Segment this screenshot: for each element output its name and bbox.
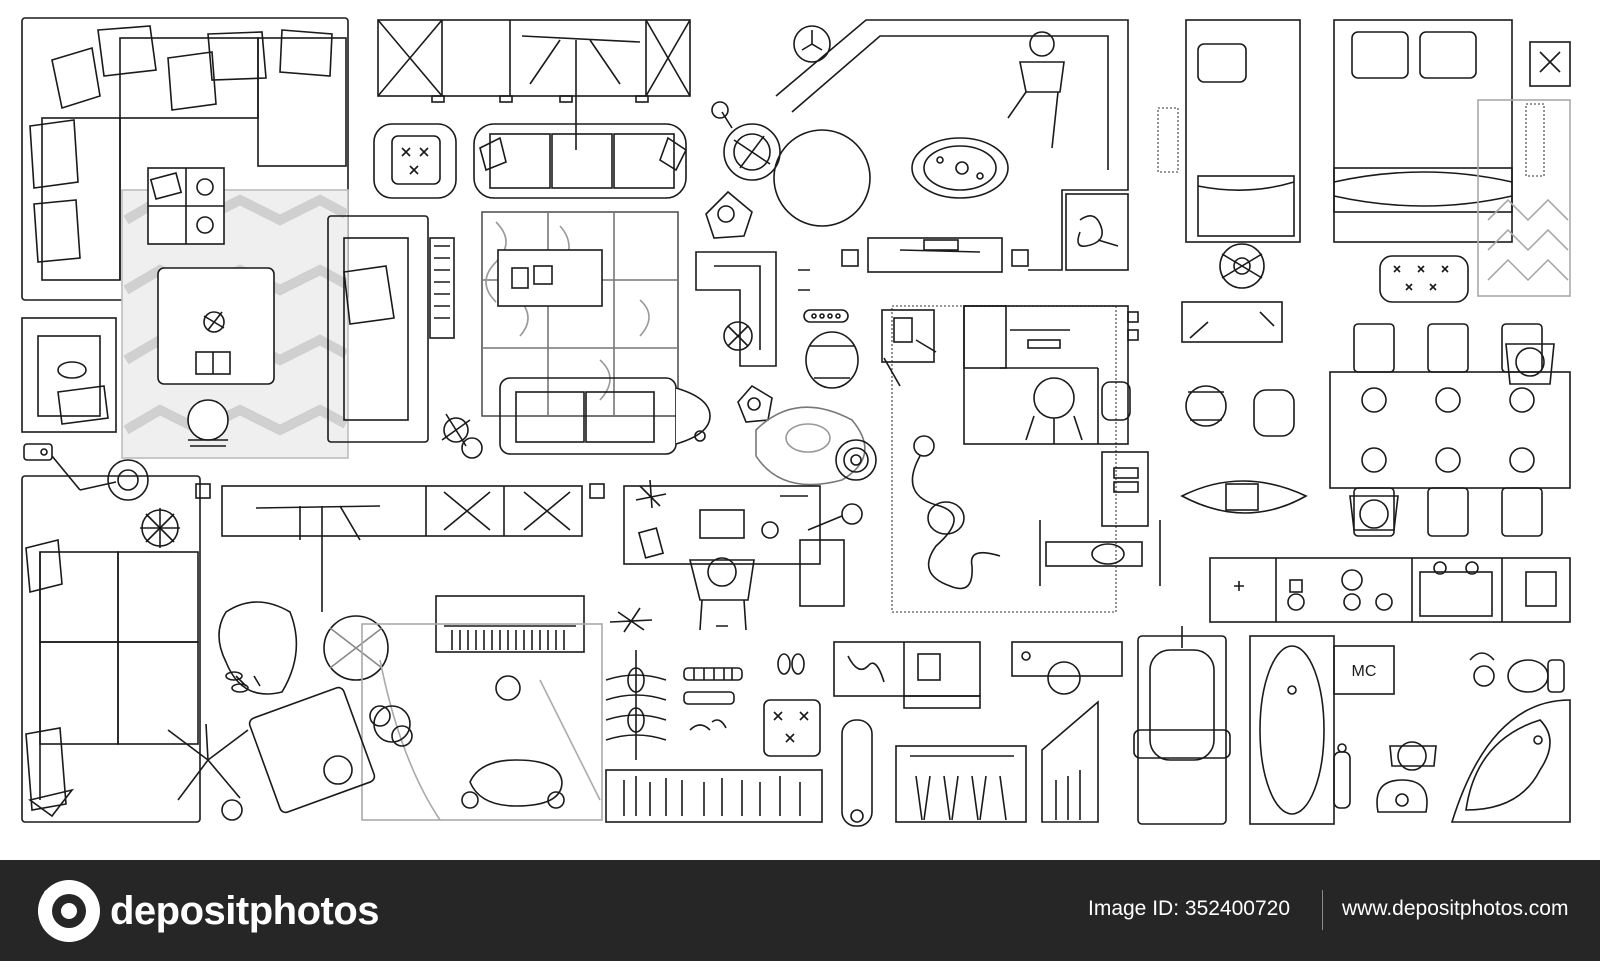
oval-rug: [911, 137, 1009, 199]
small-rug-strip: [1525, 103, 1545, 177]
kitchen-counter: [1209, 557, 1571, 623]
plant-star: [609, 479, 667, 633]
website-link[interactable]: www.depositphotos.com: [1342, 897, 1569, 920]
round-rug-spiral: [835, 439, 877, 481]
bathtub: [1133, 626, 1231, 825]
palm-plant: [167, 723, 249, 821]
floor-lamp: [23, 443, 149, 501]
plant-pot: [140, 508, 180, 548]
small-shoes: [689, 653, 805, 731]
round-chair: [187, 399, 229, 447]
furniture-floor-plan: MC: [21, 17, 1571, 827]
skateboard: [841, 719, 873, 827]
camera-icon: [38, 880, 100, 942]
armchair-tufted: [373, 123, 457, 199]
work-desk: [623, 485, 845, 607]
desk-lamp: [807, 503, 863, 531]
rattan-chair: [323, 615, 389, 681]
person-washbasin: [1389, 741, 1437, 771]
fluffy-rug-small: [755, 406, 866, 486]
round-chair-armrest: [805, 331, 859, 389]
large-sofa: [21, 475, 201, 823]
toilet-room: [1333, 645, 1395, 695]
lounge-chaise: [773, 19, 1129, 271]
person-seated-top: [1007, 31, 1065, 149]
diner-person-top: [1505, 343, 1555, 385]
plant-small: [441, 413, 483, 459]
image-id-label: Image ID:: [1088, 897, 1180, 920]
brand-logo[interactable]: depositphotos: [38, 878, 380, 944]
single-bed: [1185, 19, 1301, 243]
office-chair: [1025, 377, 1131, 444]
side-table-square: [147, 167, 225, 245]
corner-sink: [1180, 480, 1308, 514]
corner-armchair: [695, 251, 777, 367]
bar-stools: [1185, 385, 1295, 437]
stock-footer: depositphotos Image ID: 352400720 www.de…: [0, 860, 1600, 961]
glass-coffee-table: [497, 249, 603, 307]
oval-bathtub: [1249, 635, 1335, 825]
shoe-cabinet: [895, 745, 1027, 823]
nightstand: [1529, 41, 1571, 87]
armchair-rotated: [248, 686, 376, 814]
armchair-with-cat: [21, 317, 117, 433]
exercise-bike: [1039, 520, 1161, 586]
coat-hanger-rack: [605, 650, 667, 760]
tv-stand-small: [841, 237, 1029, 273]
corner-bathtub: [1450, 699, 1571, 823]
wall-clock: [793, 25, 831, 63]
bedside-rug: [1157, 107, 1179, 173]
round-pouf: [1219, 243, 1265, 289]
brand-name: depositphotos: [110, 888, 380, 933]
cat-bed: [1065, 193, 1129, 271]
wardrobe-open: [605, 769, 823, 823]
star-pouf: [737, 384, 773, 423]
footer-divider: [1322, 890, 1323, 930]
bench-upholstered: [1379, 255, 1469, 303]
corner-shelf: [1041, 700, 1099, 823]
radiator-small: [683, 667, 743, 705]
vacuum-cord: [911, 435, 1001, 590]
dining-table: [1329, 323, 1571, 537]
double-bed: [1333, 19, 1513, 243]
piano: [435, 595, 585, 701]
washer-dryer: [833, 641, 981, 709]
long-sofa-vertical: [327, 215, 455, 443]
console-table: [1181, 301, 1283, 343]
herringbone-rug: [1477, 99, 1571, 297]
round-table: [711, 101, 781, 181]
drafting-floor: [361, 623, 603, 821]
shelf-side: [1101, 451, 1149, 527]
diner-person-bottom: [1349, 495, 1399, 531]
desk-sketch: [881, 309, 937, 387]
image-id-text: Image ID: 352400720: [1088, 897, 1290, 921]
washbasin-round: [1376, 779, 1428, 813]
three-seat-sofa: [473, 123, 688, 199]
slippers: [225, 671, 249, 693]
wood-rug: [481, 211, 679, 417]
bean-bag: [705, 190, 753, 239]
person-at-desk: [688, 557, 755, 631]
two-seat-sofa: [499, 377, 711, 455]
ottoman: [763, 699, 821, 757]
wall-unit-long: [195, 483, 605, 612]
router-shelf: [798, 269, 849, 323]
towel-radiator: [1333, 743, 1351, 809]
sink-counter: [1011, 641, 1123, 695]
toilet-label: MC: [1352, 663, 1377, 680]
stroller: [461, 759, 565, 809]
coffee-table-square: [157, 267, 275, 385]
bush: [369, 705, 413, 747]
tv-cabinet-top: [377, 19, 691, 150]
office-desk-l: [963, 305, 1139, 445]
image-id-value: 352400720: [1184, 897, 1291, 920]
toilet: [1469, 652, 1565, 693]
